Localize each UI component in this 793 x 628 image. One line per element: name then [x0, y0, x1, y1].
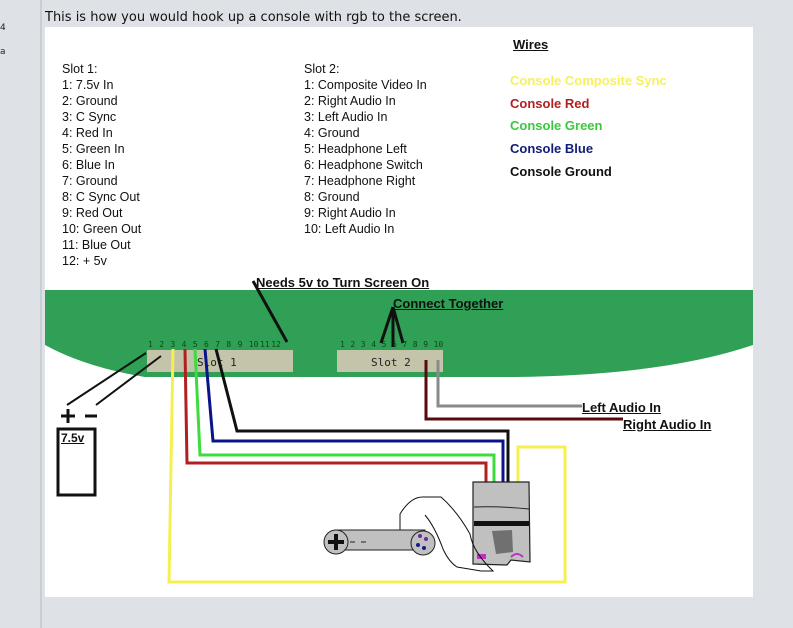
sidebar: 4 a [0, 0, 42, 628]
legend-item-green: Console Green [510, 118, 603, 133]
slot2-pin: 3: Left Audio In [304, 110, 388, 124]
green-wire [193, 348, 496, 482]
pin-number-label: 4 [182, 340, 187, 349]
slot1-pin: 11: Blue Out [62, 238, 131, 252]
slot1-pin: 4: Red In [62, 126, 113, 140]
slot1-pin: 10: Green Out [62, 222, 142, 236]
slot1-title: Slot 1: [62, 62, 98, 76]
pin-number-label: 8 [226, 340, 231, 349]
slot2-pin: 1: Composite Video In [304, 78, 427, 92]
post-header-band [42, 0, 793, 6]
slot1-pin: 1: 7.5v In [62, 78, 114, 92]
legend-item-blue: Console Blue [510, 141, 594, 156]
right-audio-in-label: Right Audio In [623, 417, 712, 432]
pin-number-label: 11 [260, 340, 270, 349]
legend-item-composite-sync: Console Composite Sync [510, 73, 667, 88]
pin-number-label: 9 [423, 340, 428, 349]
slot2-pin: 2: Right Audio In [304, 94, 396, 108]
needs-5v-pointer [251, 280, 289, 343]
pin-number-label: 1 [340, 340, 345, 349]
left-audio-in-label: Left Audio In [582, 400, 661, 415]
pin-number-label: 12 [271, 340, 281, 349]
slot1-pin-list: Slot 1: 1: 7.5v In 2: Ground 3: C Sync 4… [62, 61, 141, 269]
slot1-pin: 8: C Sync Out [62, 190, 140, 204]
slot2-pin-list: Slot 2: 1: Composite Video In 2: Right A… [304, 61, 427, 237]
pin-number-label: 5 [193, 340, 198, 349]
post-text: This is how you would hook up a console … [45, 10, 462, 25]
slot1-pin: 3: C Sync [62, 110, 117, 124]
sidebar-item: a [0, 47, 6, 57]
battery-label: 7.5v [61, 431, 85, 445]
legend-item-ground: Console Ground [510, 164, 612, 179]
slot1-pin: 7: Ground [62, 174, 118, 188]
left-audio-wire [436, 360, 582, 408]
needs-5v-label: Needs 5v to Turn Screen On [256, 275, 430, 290]
slot1-pin: 6: Blue In [62, 158, 115, 172]
slot1-pin: 2: Ground [62, 94, 118, 108]
slot2-pin: 7: Headphone Right [304, 174, 416, 188]
battery-minus-wire [95, 355, 162, 406]
right-audio-wire [424, 360, 623, 421]
pin-number-label: 1 [148, 340, 153, 349]
pin-number-label: 9 [238, 340, 243, 349]
red-wire [183, 348, 488, 482]
slot2-pin: 6: Headphone Switch [304, 158, 423, 172]
slot2-connector [337, 350, 443, 372]
slot2-pin: 5: Headphone Left [304, 142, 407, 156]
controller-cable [399, 496, 495, 572]
pin-number-label: 3 [361, 340, 366, 349]
blue-wire [203, 348, 505, 482]
legend-title: Wires [513, 37, 549, 52]
controller-icon [323, 529, 436, 556]
pin-number-label: 7 [402, 340, 407, 349]
pin-number-label: 6 [204, 340, 209, 349]
slot2-pin: 10: Left Audio In [304, 222, 395, 236]
connect-together-label: Connect Together [393, 296, 504, 311]
pin-number-label: 2 [350, 340, 355, 349]
battery-plus-wire [66, 352, 147, 406]
ground-wire [214, 348, 510, 482]
pin-number-label: 2 [159, 340, 164, 349]
slot2-title: Slot 2: [304, 62, 340, 76]
pin-number-label: 3 [170, 340, 175, 349]
slot1-pin: 12: + 5v [62, 254, 107, 268]
legend-item-red: Console Red [510, 96, 590, 111]
sidebar-divider [40, 0, 42, 628]
pin-number-label: 4 [371, 340, 376, 349]
battery-plus-icon [61, 409, 75, 423]
slot2-pin: 4: Ground [304, 126, 360, 140]
slot1-pin: 9: Red Out [62, 206, 123, 220]
composite-sync-wire [167, 348, 567, 584]
pin-number-label: 5 [382, 340, 387, 349]
pin-number-label: 10 [434, 340, 444, 349]
slot1-pin: 5: Green In [62, 142, 125, 156]
sidebar-item: 4 [0, 23, 6, 33]
console-icon [472, 481, 531, 566]
pin-number-label: 10 [249, 340, 259, 349]
battery [56, 427, 97, 497]
connect-together-pointer [379, 306, 405, 347]
pin-number-label: 7 [215, 340, 220, 349]
slot2-pin: 8: Ground [304, 190, 360, 204]
pin-number-label: 8 [413, 340, 418, 349]
slot2-pin: 9: Right Audio In [304, 206, 396, 220]
slot2-connector-label: Slot 2 [371, 356, 411, 369]
